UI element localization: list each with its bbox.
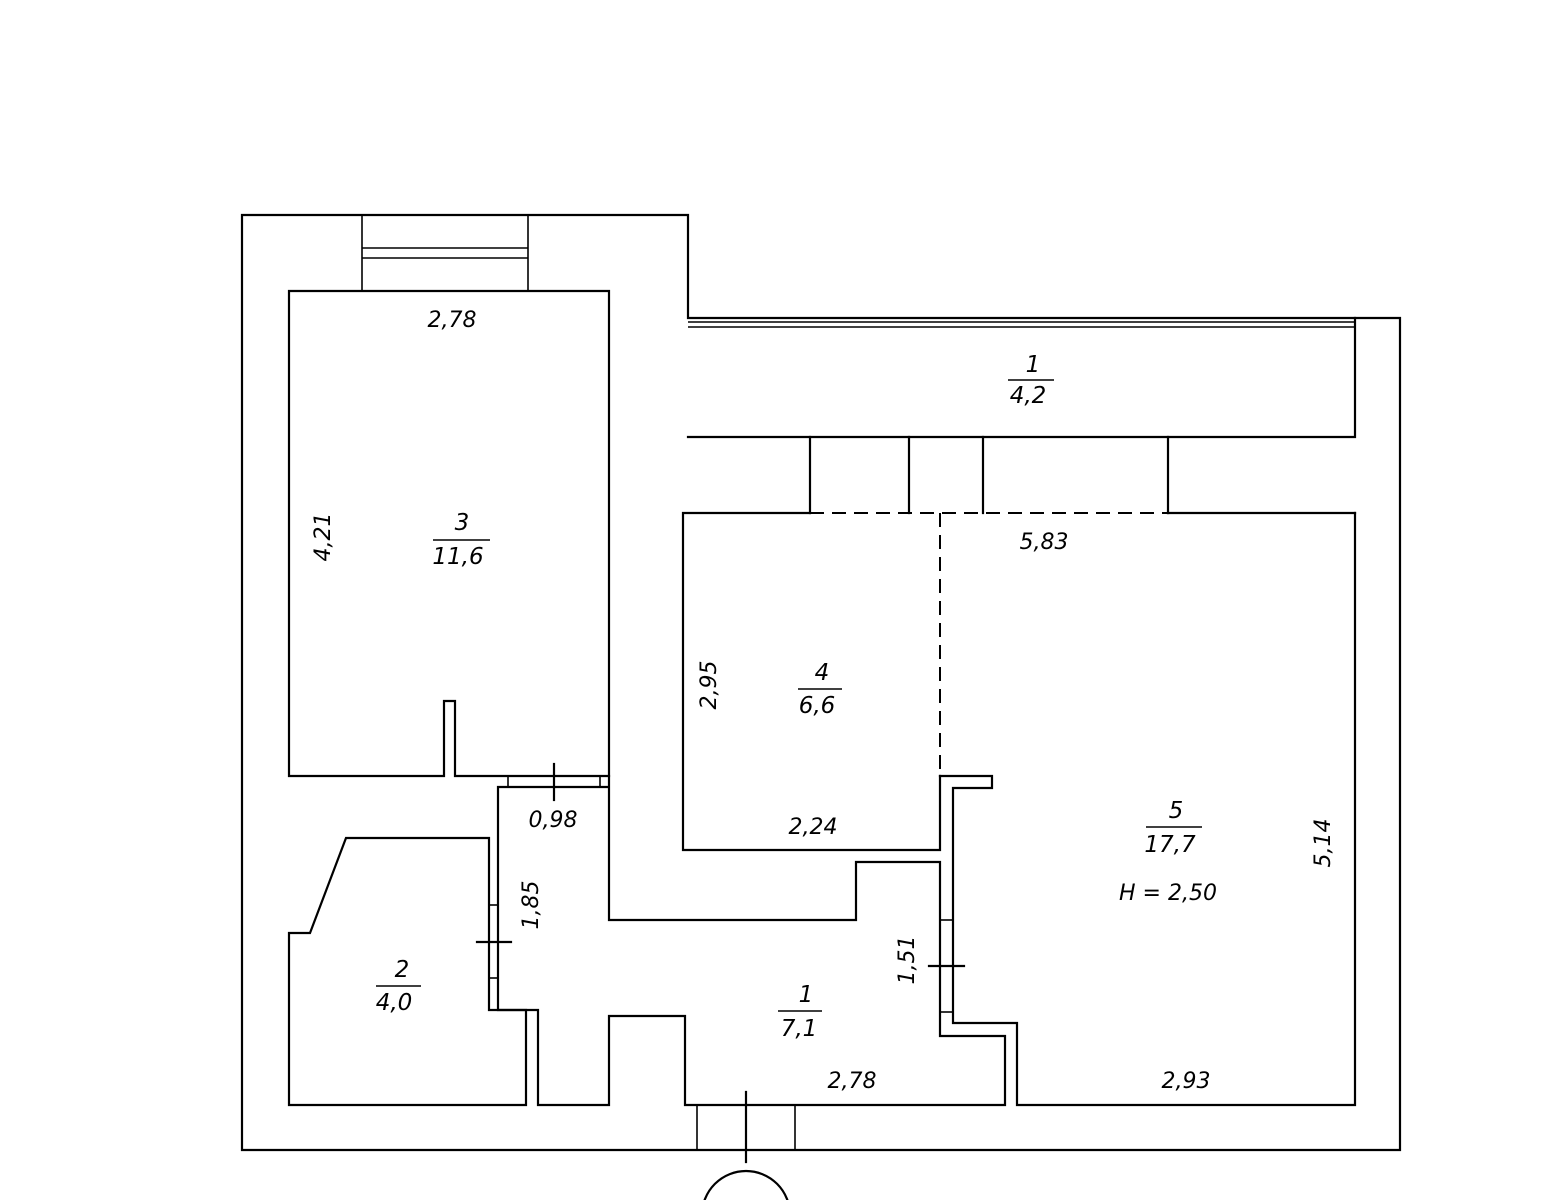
door-room3-hall (507, 762, 601, 802)
entrance-door (696, 1090, 796, 1164)
room-number: 1 (1026, 352, 1041, 378)
room-area: 4,2 (1010, 383, 1047, 409)
dimension-label: 2,24 (789, 815, 838, 840)
room-area: 7,1 (781, 1016, 818, 1042)
room-label-1-hall: 1 7,1 (778, 982, 822, 1042)
balcony-railing (688, 321, 1355, 328)
room-area: 4,0 (376, 990, 413, 1016)
door-hall-room2 (475, 904, 513, 979)
dimension-label: 5,14 (1311, 819, 1336, 868)
room-label-4: 4 6,6 (798, 660, 842, 719)
room-area: 11,6 (432, 544, 483, 570)
window-top (361, 215, 529, 291)
room-5-walls (938, 511, 1357, 1107)
dimension-label: 4,21 (311, 513, 336, 562)
room-number: 2 (395, 957, 410, 983)
room-number: 4 (815, 660, 830, 686)
room-area: 6,6 (799, 693, 836, 719)
dimension-label: 1,85 (519, 881, 544, 930)
room-label-3: 3 11,6 (432, 510, 490, 570)
dimension-label: 5,83 (1020, 530, 1069, 555)
outer-wall (240, 213, 1402, 1152)
room-2-walls (287, 836, 528, 1107)
room-number: 5 (1169, 798, 1184, 824)
entrance-marker (703, 1169, 789, 1200)
room-4-walls (681, 511, 1357, 852)
balcony-openings (808, 435, 1170, 515)
room-number: 1 (799, 982, 814, 1008)
room-label-5: 5 17,7 H = 2,50 (1119, 798, 1217, 906)
dimension-label: 2,78 (428, 308, 477, 333)
dimension-label: 2,93 (1162, 1069, 1211, 1094)
ceiling-height: H = 2,50 (1119, 881, 1217, 906)
balcony-room (686, 316, 1357, 439)
dimension-label: 0,98 (529, 808, 578, 833)
dimension-label: 2,78 (828, 1069, 877, 1094)
room-area: 17,7 (1144, 832, 1196, 858)
door-hall-room5 (927, 919, 966, 1013)
room-label-1-balcony: 1 4,2 (1008, 352, 1054, 409)
room-number: 3 (455, 510, 470, 536)
dimension-label: 1,51 (895, 936, 920, 985)
room-3-walls (287, 289, 611, 778)
dimension-label: 2,95 (697, 661, 722, 710)
room-label-2: 2 4,0 (376, 957, 421, 1016)
